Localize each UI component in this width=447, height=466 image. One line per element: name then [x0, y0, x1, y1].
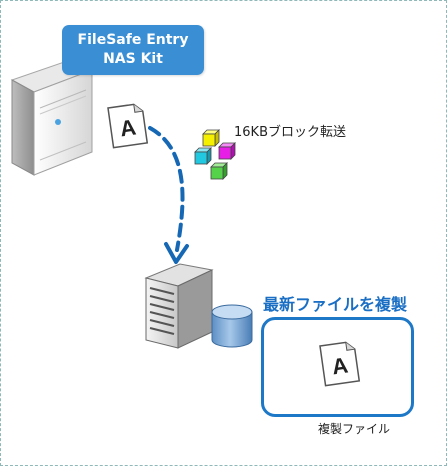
replicate-title: 最新ファイルを複製: [263, 295, 408, 314]
data-block-icon: [194, 129, 236, 180]
replica-panel: A: [261, 317, 414, 417]
replica-document-icon: A: [319, 341, 361, 387]
product-name-line2: NAS Kit: [103, 51, 163, 67]
document-icon: A: [107, 103, 149, 149]
replica-document-letter: A: [330, 352, 349, 379]
dashed-arrow-icon: [148, 126, 189, 264]
product-name-line1: FileSafe Entry: [77, 32, 189, 48]
transfer-label: 16KBブロック転送: [234, 125, 346, 140]
replica-caption: 複製ファイル: [318, 422, 391, 436]
document-letter: A: [118, 114, 137, 141]
nas-device-icon: [144, 263, 214, 349]
server-icon: [10, 59, 94, 176]
storage-drum-icon: [211, 304, 253, 348]
product-name-badge: FileSafe Entry NAS Kit: [62, 25, 204, 75]
